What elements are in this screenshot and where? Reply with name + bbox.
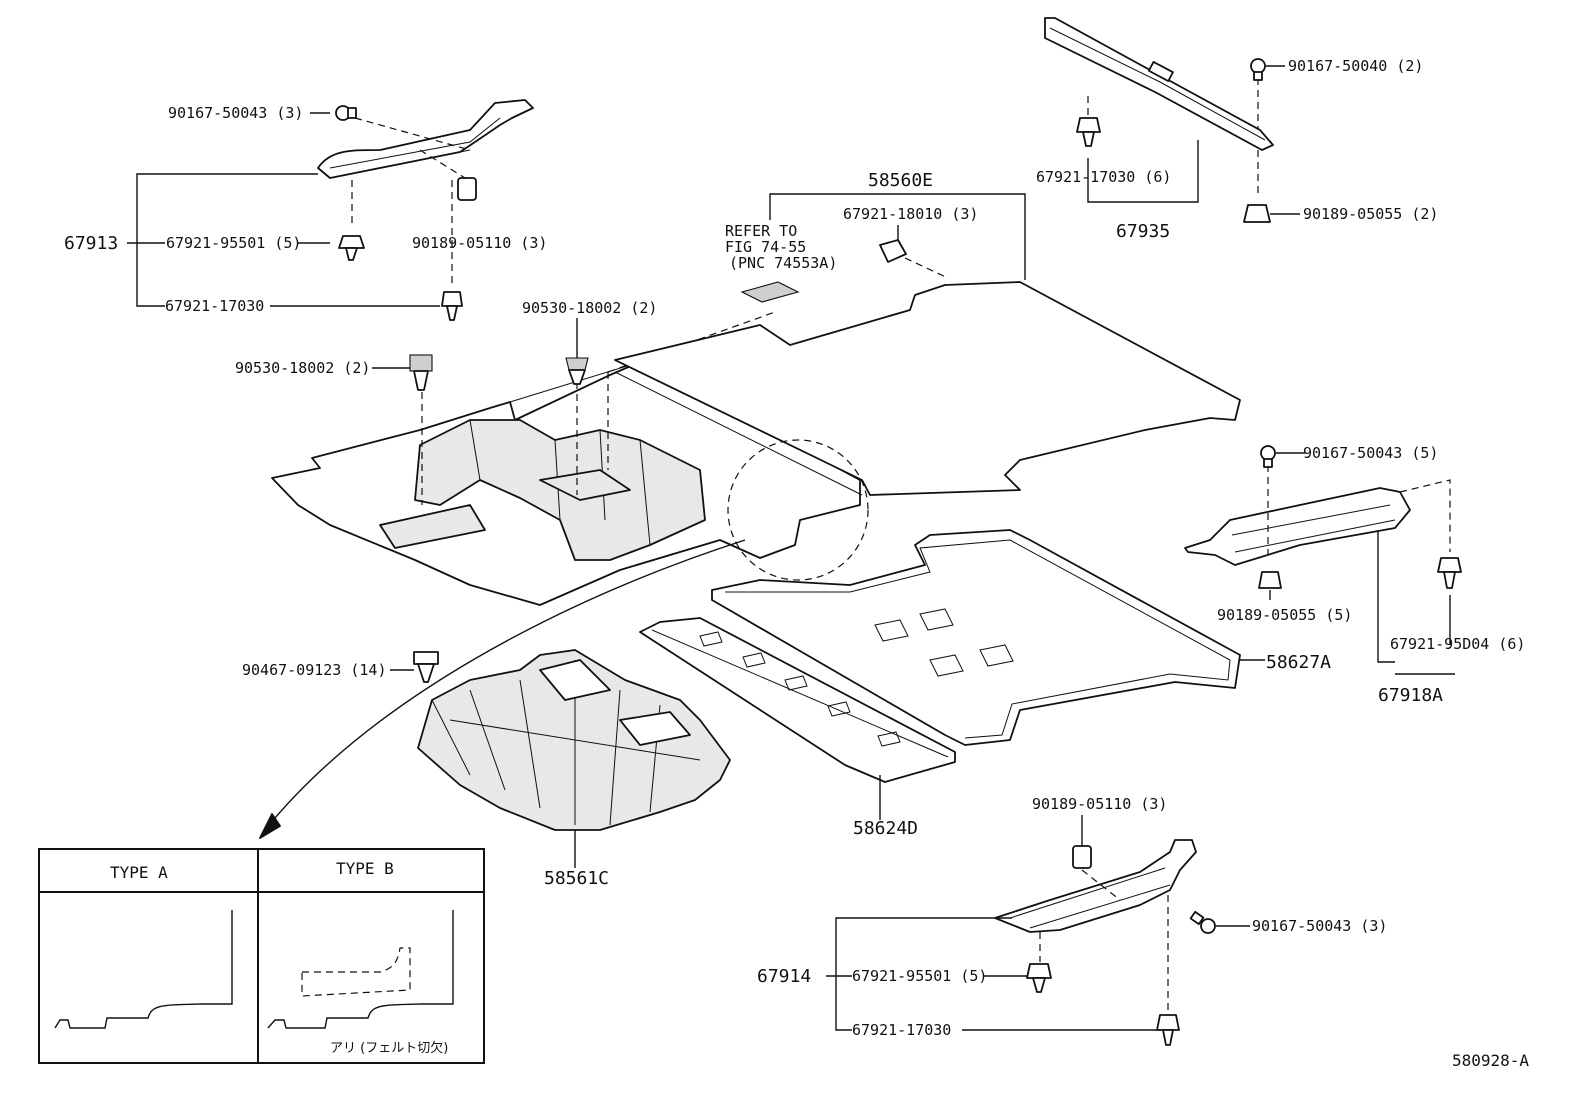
label-90189-05055-2: 90189-05055 (2)	[1303, 205, 1438, 223]
dash-67914-c	[1081, 869, 1121, 901]
clip-90167-50043-icon	[335, 105, 357, 121]
rear-floor-carpet-58560E	[614, 281, 1241, 496]
label-refer-1: REFER TO	[725, 222, 797, 240]
label-67921-17030-bot: 67921-17030	[852, 1021, 951, 1039]
label-figure-code: 580928-A	[1452, 1051, 1529, 1070]
clip-90530-18002-a-icon	[409, 354, 433, 391]
detail-circle	[727, 439, 869, 581]
clip-67921-18010-icon	[879, 239, 907, 263]
type-detail-box	[38, 848, 485, 1064]
label-67921-95501-5-bot: 67921-95501 (5)	[852, 967, 987, 985]
dash-67921-18010	[904, 257, 949, 279]
label-90189-05110-3-top: 90189-05110 (3)	[412, 234, 547, 252]
label-refer-2: FIG 74-55	[725, 238, 806, 256]
label-67921-95501-5-top: 67921-95501 (5)	[166, 234, 301, 252]
label-type-b-note: アリ (フェルト切欠)	[330, 1040, 448, 1056]
label-90530-18002-a: 90530-18002 (2)	[235, 359, 370, 377]
leader-67913	[127, 112, 440, 307]
label-refer-3: (PNC 74553A)	[729, 254, 837, 272]
center-mat-58624D	[639, 617, 956, 783]
label-90167-50043-3-bot: 90167-50043 (3)	[1252, 917, 1387, 935]
clip-90167-50040-icon	[1250, 58, 1266, 81]
type-b-cutout	[301, 947, 411, 997]
clip-90189-05110-bot-icon	[1072, 845, 1092, 869]
leader-58560E	[769, 193, 1026, 280]
clip-67921-95D04-icon	[1437, 557, 1462, 589]
label-67935: 67935	[1116, 221, 1170, 242]
clip-90189-05055-2-icon	[1243, 204, 1271, 223]
label-type-a: TYPE A	[110, 863, 168, 882]
dashes-67913	[351, 117, 471, 285]
sill-plate-67918A	[1184, 487, 1411, 566]
detail-arrow	[264, 539, 746, 831]
type-b-profile	[267, 910, 454, 1029]
leader-67914	[835, 917, 1012, 1031]
rear-plate-67935	[1044, 17, 1274, 151]
clip-67921-17030-bot-icon	[1156, 1014, 1180, 1046]
label-90167-50043-3-top: 90167-50043 (3)	[168, 104, 303, 122]
clip-90167-50043-bot-icon	[1189, 910, 1216, 934]
label-90189-05110-3-bot: 90189-05110 (3)	[1032, 795, 1167, 813]
leader-67935	[1087, 140, 1199, 203]
label-type-b: TYPE B	[336, 859, 394, 878]
label-67918A: 67918A	[1378, 685, 1443, 706]
silencer-58561C	[417, 649, 731, 831]
scuff-plate-67914	[994, 839, 1197, 933]
label-67921-18010-3: 67921-18010 (3)	[843, 205, 978, 223]
label-90530-18002-b: 90530-18002 (2)	[522, 299, 657, 317]
label-58561C: 58561C	[544, 868, 609, 889]
label-67921-17030-top: 67921-17030	[165, 297, 264, 315]
label-67914: 67914	[757, 966, 811, 987]
dash-67918A-b	[1399, 479, 1451, 552]
label-67921-17030-6: 67921-17030 (6)	[1036, 168, 1171, 186]
clip-90189-05055-5-icon	[1258, 571, 1282, 589]
clip-90467-09123-icon	[413, 651, 439, 683]
label-67913: 67913	[64, 233, 118, 254]
type-a-profile	[54, 910, 233, 1029]
label-58560E: 58560E	[868, 170, 933, 191]
clip-90189-05110-icon	[457, 177, 477, 201]
clip-67921-95501-icon	[338, 235, 365, 261]
scuff-plate-67913	[317, 99, 534, 179]
floor-mat-58627A	[711, 529, 1241, 746]
labels: 90167-50043 (3) 67913 67921-95501 (5) 90…	[64, 57, 1529, 1070]
front-floor-carpet	[271, 361, 861, 606]
clip-90167-50043-5-icon	[1260, 445, 1276, 468]
detail-arrowhead-icon	[259, 813, 281, 839]
grommet-refer-icon	[740, 281, 800, 303]
label-90167-50040-2: 90167-50040 (2)	[1288, 57, 1423, 75]
leader-67918A	[1377, 530, 1395, 663]
label-67921-95D04-6: 67921-95D04 (6)	[1390, 635, 1525, 653]
clip-90530-18002-b-icon	[565, 357, 589, 385]
label-90189-05055-5: 90189-05055 (5)	[1217, 606, 1352, 624]
clip-67921-17030-icon	[441, 291, 463, 321]
clip-67921-17030-6-icon	[1076, 117, 1101, 147]
floor-mat-openings	[874, 608, 1014, 677]
center-mat-openings	[699, 631, 901, 747]
label-58627A: 58627A	[1266, 652, 1331, 673]
label-90167-50043-5: 90167-50043 (5)	[1303, 444, 1438, 462]
label-90467-09123-14: 90467-09123 (14)	[242, 661, 387, 679]
clip-67921-95501-bot-icon	[1026, 963, 1052, 993]
label-58624D: 58624D	[853, 818, 918, 839]
